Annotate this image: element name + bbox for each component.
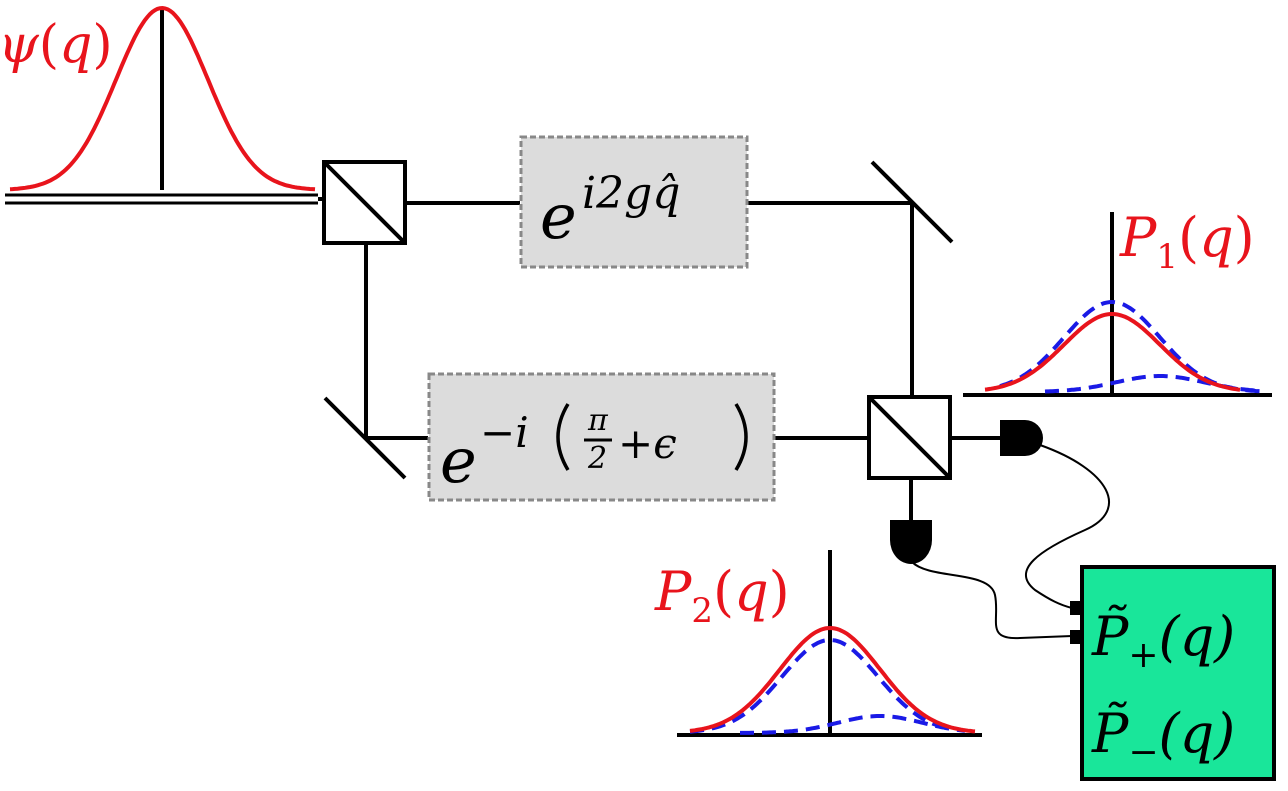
- detector-1-cable: [1025, 444, 1110, 609]
- output-1-total-curve: [984, 312, 1241, 392]
- output-1-label: P1(q): [1119, 206, 1255, 277]
- output-1-dashed-component-major: [999, 300, 1261, 394]
- lower-operator-left-paren: [556, 403, 570, 471]
- processor-label-minus: P̃−(q): [1091, 701, 1235, 773]
- input-gaussian-curve: [9, 5, 316, 192]
- detector-2-cable: [911, 561, 1073, 640]
- beam-paths: [318, 197, 1000, 520]
- lower-operator-base: e: [440, 424, 477, 497]
- detector-2-icon: [890, 520, 932, 564]
- processor-input-port-1: [1070, 601, 1083, 615]
- lower-operator-plus-epsilon: +ϵ: [618, 419, 677, 468]
- output-2-label: P2(q): [654, 560, 790, 631]
- upper-operator-base: e: [540, 180, 577, 253]
- output-2-dashed-component-minor: [740, 714, 966, 735]
- beam-splitter-input: [322, 160, 407, 245]
- input-state-label: ψ(q): [0, 15, 113, 75]
- beam-splitter-output: [867, 395, 952, 480]
- mirror-lower: [323, 396, 407, 480]
- lower-operator-sign: −i: [480, 408, 529, 457]
- processor-input-port-2: [1070, 630, 1083, 644]
- output-2-dashed-component-major: [689, 638, 951, 734]
- output-2-plot: P2(q): [654, 550, 982, 737]
- output-1-plot: P1(q): [963, 206, 1272, 397]
- processor-box: P̃+(q) P̃−(q): [1070, 565, 1276, 781]
- upper-phase-operator-box: e i2gq̂: [519, 135, 749, 269]
- input-wavefunction-plot: ψ(q): [0, 5, 318, 205]
- processor-label-plus: P̃+(q): [1091, 604, 1235, 676]
- upper-operator-exponent: i2gq̂: [582, 168, 680, 219]
- detector-1-icon: [1000, 420, 1043, 456]
- lower-operator-fraction-numerator: π: [587, 403, 609, 438]
- mirror-upper: [870, 160, 954, 244]
- lower-phase-operator-box: e −i π 2 +ϵ: [427, 372, 776, 502]
- lower-operator-fraction-denominator: 2: [587, 441, 607, 476]
- output-2-total-curve: [689, 625, 976, 734]
- lower-operator-right-paren: [734, 403, 748, 471]
